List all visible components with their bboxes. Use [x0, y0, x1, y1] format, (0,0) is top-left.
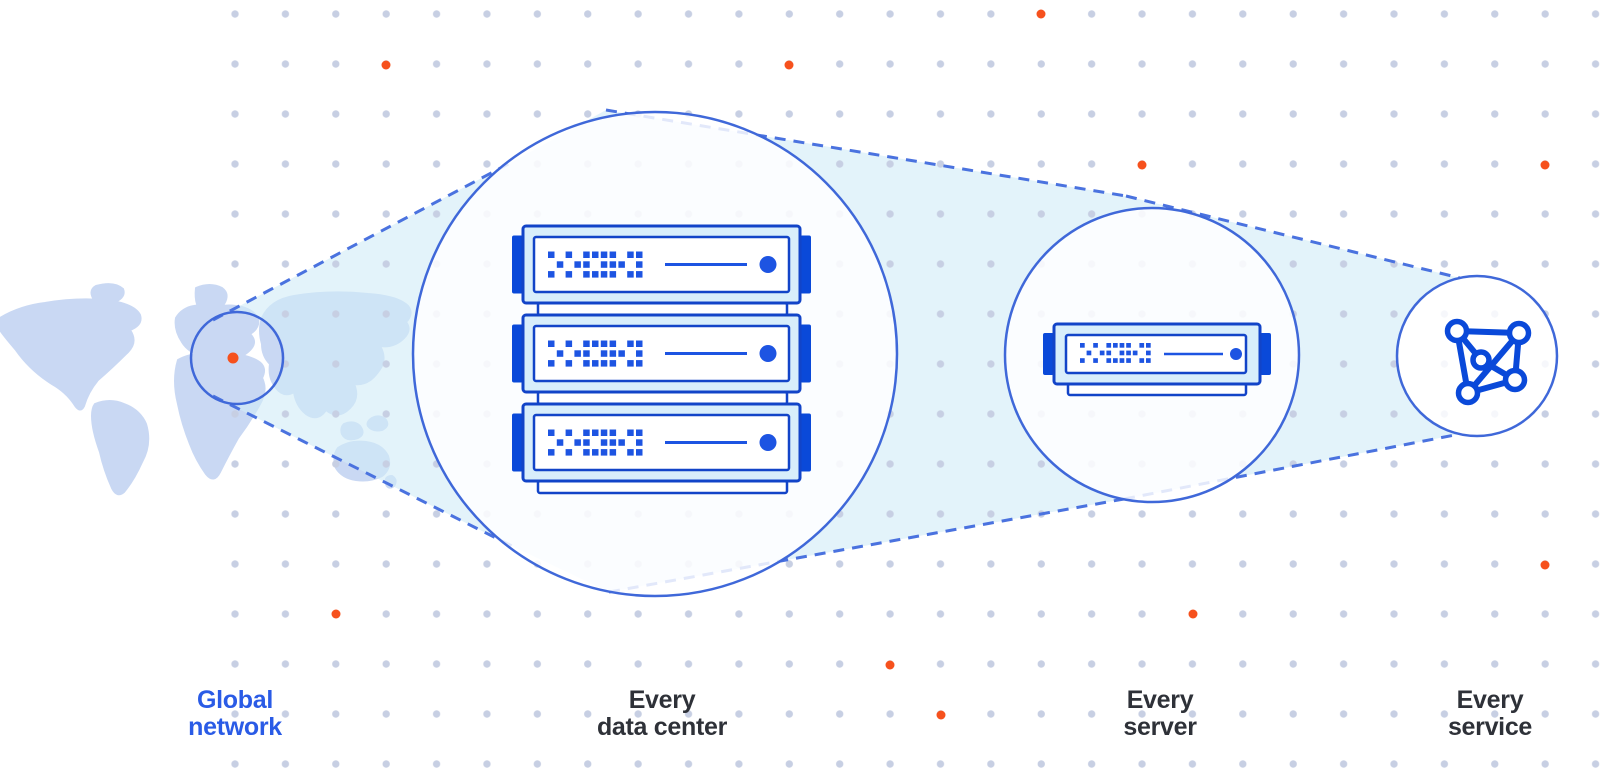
- label-line: Every: [1456, 686, 1524, 714]
- orange-dot: [885, 660, 895, 670]
- map-north-america: [0, 298, 142, 411]
- orange-dots: [227, 9, 1550, 720]
- label-every-server: Every server: [1123, 686, 1197, 741]
- single-server-icon: [1043, 322, 1271, 397]
- orange-dot: [331, 609, 341, 619]
- rack-server-2: [510, 313, 813, 394]
- label-line: Every: [1126, 686, 1194, 714]
- rack-server-1: [510, 224, 813, 305]
- label-line: network: [188, 713, 282, 741]
- orange-dot: [784, 60, 794, 70]
- orange-dot: [936, 710, 946, 720]
- orange-dot: [1137, 160, 1147, 170]
- rack-server-3: [510, 402, 813, 483]
- label-every-service: Every service: [1448, 687, 1532, 741]
- network-mesh-icon: [1444, 318, 1532, 406]
- map-region-circle: [189, 310, 285, 406]
- label-line: service: [1447, 713, 1533, 741]
- orange-dot: [1036, 9, 1046, 19]
- orange-dot: [1540, 560, 1550, 570]
- orange-dot: [227, 352, 239, 364]
- orange-dot: [1188, 609, 1198, 619]
- map-south-america: [91, 400, 150, 496]
- label-global-network: Global network: [188, 687, 282, 741]
- label-line: Global: [197, 686, 273, 714]
- label-line: Every: [628, 686, 696, 714]
- label-line: server: [1123, 713, 1197, 741]
- label-line: data center: [596, 713, 728, 741]
- orange-dot: [1540, 160, 1550, 170]
- server-rack-icon: [510, 224, 813, 495]
- label-every-data-center: Every data center: [597, 687, 727, 741]
- orange-dot: [381, 60, 391, 70]
